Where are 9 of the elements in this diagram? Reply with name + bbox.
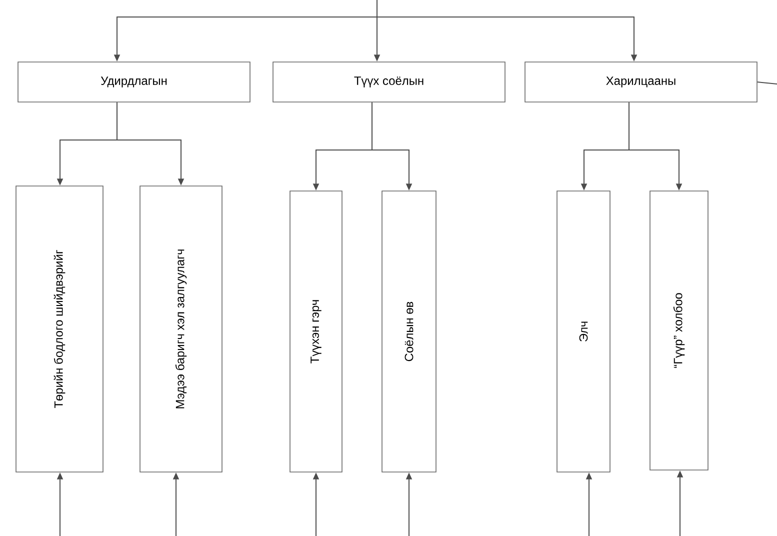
category-box: Удирдлагын bbox=[18, 62, 250, 102]
column-box: Мэдээ баригч хэл залгуулагч bbox=[140, 186, 222, 472]
category-box: Түүх соёлын bbox=[272, 62, 506, 102]
column-box: Элч bbox=[556, 190, 610, 472]
category-box: Харилцааны bbox=[524, 62, 758, 102]
column-box: Төрийн бодлого шийдвэрийг bbox=[16, 186, 104, 472]
column-box: “Гүүр” холбоо bbox=[650, 190, 708, 470]
column-box: Түүхэн гэрч bbox=[290, 190, 342, 472]
column-box: Соёлын өв bbox=[382, 190, 436, 472]
